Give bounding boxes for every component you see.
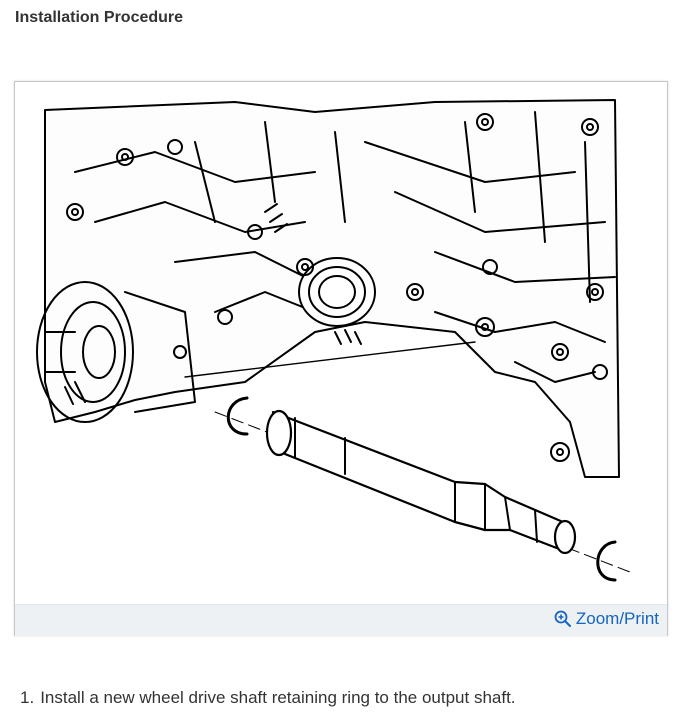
step-number: 1. <box>20 688 35 707</box>
zoom-print-label: Zoom/Print <box>575 609 659 628</box>
drive-shaft-illustration[interactable] <box>15 82 667 604</box>
zoom-in-icon <box>554 610 571 627</box>
figure-footer: Zoom/Print <box>15 604 667 636</box>
section-title: Installation Procedure <box>15 9 184 26</box>
procedure-steps: 1. Install a new wheel drive shaft retai… <box>20 688 516 708</box>
figure-container: Zoom/Print <box>14 81 668 636</box>
zoom-print-link[interactable]: Zoom/Print <box>554 609 659 629</box>
step-text: Install a new wheel drive shaft retainin… <box>40 688 516 707</box>
list-item: 1. Install a new wheel drive shaft retai… <box>20 688 516 708</box>
